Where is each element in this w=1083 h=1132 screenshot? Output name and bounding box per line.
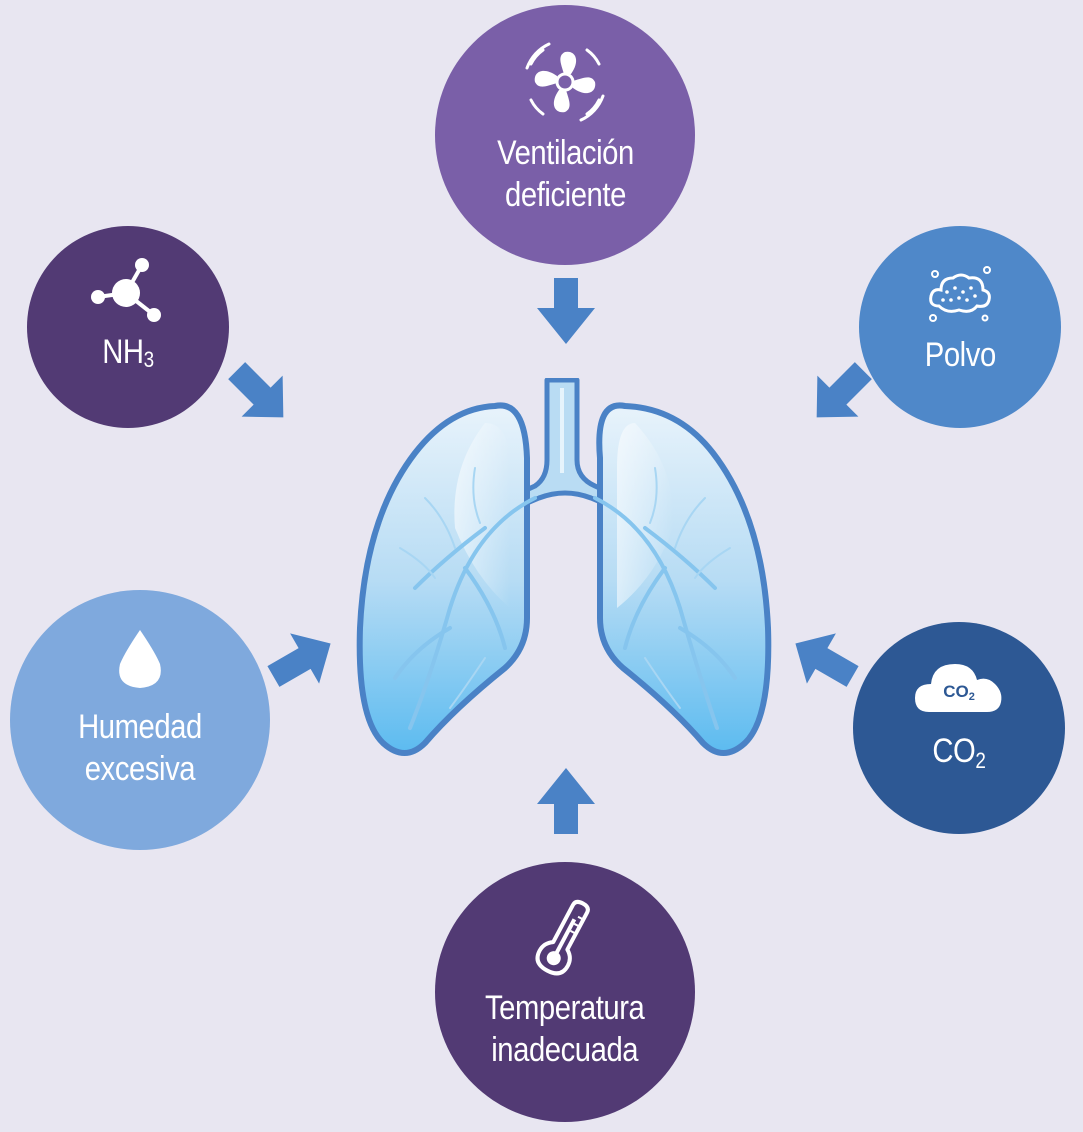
factor-polvo: Polvo (859, 226, 1061, 428)
co2-label: CO2 (932, 730, 986, 782)
co2-label-sub: 2 (975, 748, 986, 773)
co2-icon-sub: 2 (968, 691, 975, 703)
factor-ventilation: Ventilación deficiente (435, 5, 695, 265)
factor-temperatura: Temperatura inadecuada (435, 862, 695, 1122)
ventilation-label-line2: deficiente (504, 176, 626, 214)
lungs-icon (356, 378, 772, 756)
water-drop-icon (119, 630, 161, 688)
co2-label-main: CO (932, 732, 976, 770)
arrow-up (537, 768, 595, 834)
thermometer-icon (535, 899, 590, 976)
arrow-down-left (816, 362, 872, 418)
nh3-label-sub: 3 (143, 347, 155, 372)
humedad-label: Humedad excesiva (78, 706, 202, 790)
temperatura-label-line1: Temperatura (485, 989, 645, 1027)
fan-icon (525, 42, 605, 122)
polvo-label-text: Polvo (924, 336, 996, 374)
factor-nh3: NH3 (27, 226, 229, 428)
factor-co2: CO2 CO2 (853, 622, 1065, 834)
arrow-down (537, 278, 595, 344)
co2-icon-main: CO (943, 682, 969, 701)
arrow-down-right (228, 362, 284, 418)
temperatura-label: Temperatura inadecuada (485, 987, 645, 1071)
factor-humedad: Humedad excesiva (10, 590, 270, 850)
nh3-label: NH3 (102, 331, 155, 381)
ventilation-label: Ventilación deficiente (497, 132, 634, 216)
polvo-label: Polvo (924, 334, 995, 376)
nh3-label-main: NH (102, 333, 144, 371)
molecule-icon (91, 258, 161, 322)
humedad-label-line2: excesiva (84, 750, 196, 788)
arrow-up-left (795, 633, 859, 687)
dust-cloud-icon (929, 266, 991, 322)
co2-cloud-icon: CO2 (913, 658, 1005, 716)
humedad-label-line1: Humedad (78, 708, 202, 746)
temperatura-label-line2: inadecuada (491, 1031, 639, 1069)
ventilation-label-line1: Ventilación (496, 134, 634, 172)
arrow-up-right (267, 633, 331, 687)
